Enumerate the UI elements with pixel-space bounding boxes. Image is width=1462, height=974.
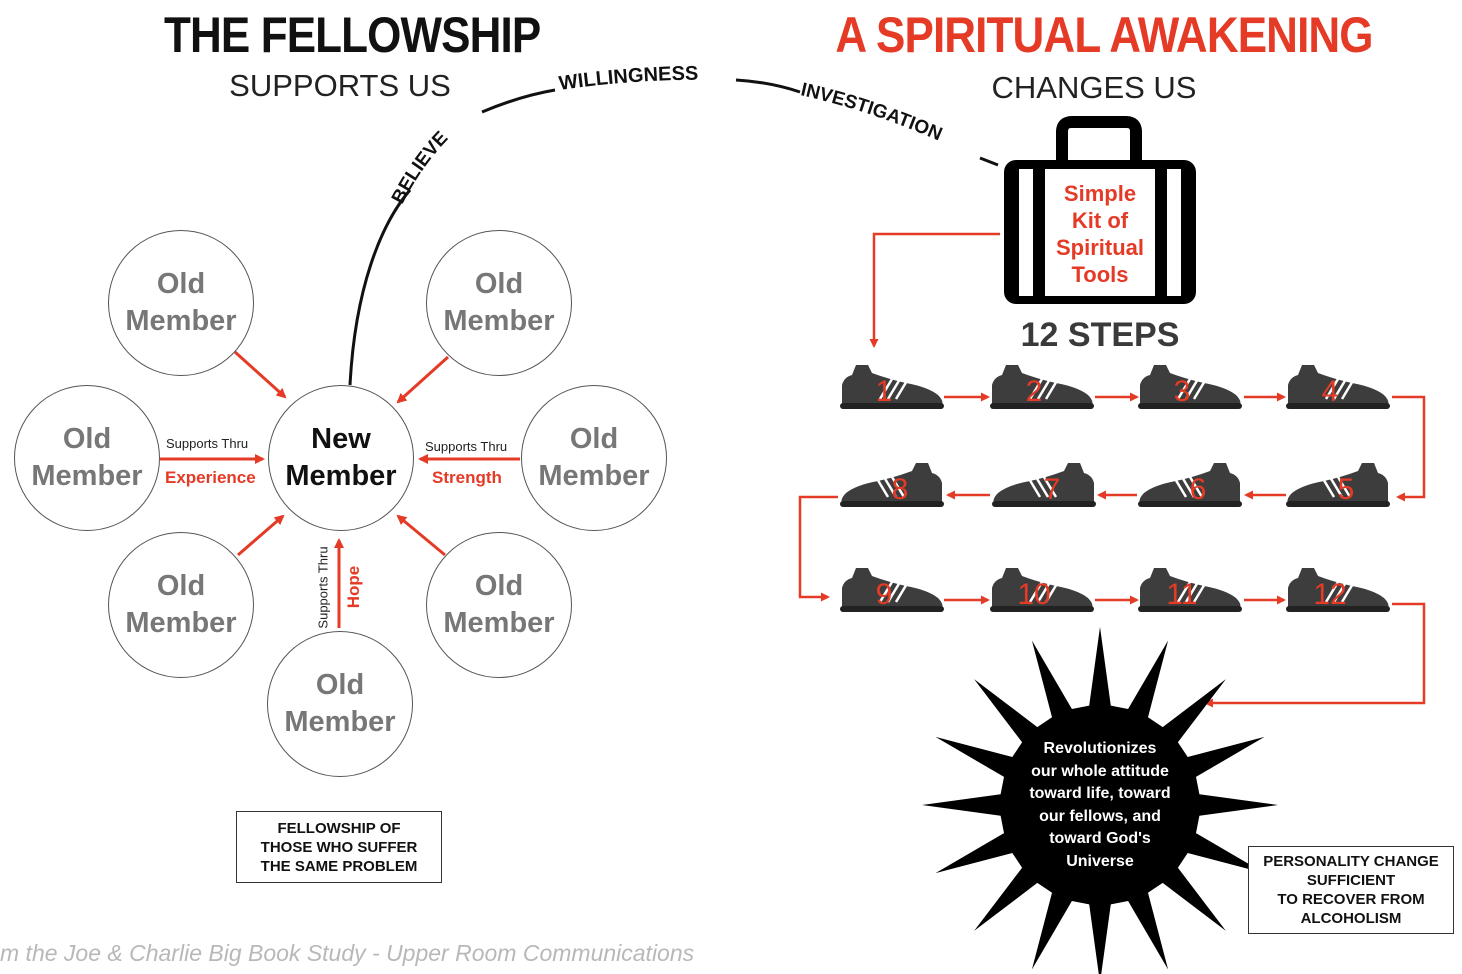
old-member-circle-bottom-right: Old Member: [426, 532, 572, 678]
personality-box-line: PERSONALITY CHANGE: [1263, 853, 1439, 870]
path-arc: [348, 78, 999, 386]
sneaker-icon: [1286, 568, 1390, 612]
awakening-subtitle: CHANGES US: [991, 70, 1197, 105]
old-member-label: Old: [569, 423, 619, 455]
sneaker-icon: [1138, 365, 1242, 409]
old-member-label: Member: [31, 460, 143, 492]
sun-line: Universe: [1066, 852, 1134, 870]
investigation-label: INVESTIGATION: [799, 79, 945, 145]
fellowship-box: FELLOWSHIP OF THOSE WHO SUFFER THE SAME …: [236, 811, 442, 883]
step-number: 4: [1322, 375, 1339, 408]
step-number: 10: [1017, 578, 1050, 611]
fellowship-box-line: FELLOWSHIP OF: [277, 819, 401, 837]
step-number: 7: [1044, 473, 1061, 506]
old-member-label: Old: [315, 669, 365, 701]
arrow-bottom-left: [237, 514, 285, 557]
step-number: 1: [876, 375, 893, 408]
kit-line: Kit of: [1071, 208, 1129, 233]
sun-line: toward God's: [1049, 830, 1151, 847]
step-number: 6: [1190, 473, 1207, 506]
kit-line: Spiritual: [1055, 235, 1144, 260]
old-member-circle-top-left: Old Member: [108, 230, 254, 376]
kit-label: Simple Kit of Spiritual Tools: [1045, 180, 1155, 288]
sun-line: our fellows, and: [1039, 807, 1161, 825]
personality-change-box: PERSONALITY CHANGE SUFFICIENT TO RECOVER…: [1248, 846, 1454, 934]
step-number: 3: [1174, 375, 1191, 408]
credit-text: m the Joe & Charlie Big Book Study - Upp…: [0, 940, 695, 966]
sneaker-icon: [840, 463, 944, 507]
old-member-label: Member: [125, 305, 237, 337]
fellowship-arrows: [160, 350, 520, 628]
sun-icon: [922, 627, 1278, 974]
sun-line: toward life, toward: [1029, 785, 1171, 802]
supports-thru-left: Supports Thru: [166, 436, 249, 451]
old-member-circle-bottom: Old Member: [267, 631, 413, 777]
arrow-top-left: [233, 350, 287, 399]
personality-box-line: SUFFICIENT: [1306, 872, 1396, 889]
awakening-title: A SPIRITUAL AWAKENING: [835, 7, 1373, 63]
sneaker-icon: [840, 568, 944, 612]
sneaker-icon: [1138, 568, 1242, 612]
step-number: 5: [1338, 473, 1355, 506]
suitcase-icon: [1004, 116, 1196, 304]
old-member-label: Member: [443, 305, 555, 337]
sun-line: Revolutionizes: [1043, 740, 1157, 757]
personality-box-line: TO RECOVER FROM: [1277, 891, 1425, 908]
kit-line: Simple: [1063, 181, 1137, 206]
strength-label: Strength: [432, 468, 502, 487]
arrow-bottom-right: [396, 514, 446, 557]
sun-line: our whole attitude: [1031, 762, 1169, 780]
step-number: 9: [876, 578, 893, 611]
new-member-label: New: [311, 423, 371, 455]
sneaker-icon: [840, 365, 944, 409]
step-number: 8: [892, 473, 909, 506]
new-member-circle: New Member: [268, 385, 414, 531]
fellowship-box-line: THE SAME PROBLEM: [260, 857, 418, 875]
step-number: 2: [1026, 375, 1043, 408]
fellowship-title: THE FELLOWSHIP: [164, 7, 541, 63]
old-member-circle-left: Old Member: [14, 385, 160, 531]
old-member-label: Old: [474, 268, 524, 300]
willingness-label: WILLINGNESS: [558, 63, 699, 95]
hope-label: Hope: [344, 565, 363, 609]
personality-box-line: ALCOHOLISM: [1300, 910, 1402, 927]
sun-text: Revolutionizes our whole attitude toward…: [1010, 738, 1190, 873]
old-member-label: Old: [474, 570, 524, 602]
fellowship-subtitle: SUPPORTS US: [229, 68, 451, 103]
old-member-circle-right: Old Member: [521, 385, 667, 531]
sneaker-icon: [1138, 463, 1242, 507]
old-member-label: Old: [156, 570, 206, 602]
sneaker-icon: [1286, 463, 1390, 507]
arrow-top-right: [396, 355, 450, 404]
fellowship-box-line: THOSE WHO SUFFER: [260, 838, 418, 856]
old-member-circle-bottom-left: Old Member: [108, 532, 254, 678]
old-member-label: Old: [156, 268, 206, 300]
old-member-circle-top-right: Old Member: [426, 230, 572, 376]
old-member-label: Member: [125, 607, 237, 639]
supports-thru-right: Supports Thru: [425, 439, 508, 454]
new-member-label: Member: [285, 460, 397, 492]
step-number: 11: [1166, 578, 1197, 611]
believe-label: BELIEVE: [388, 128, 452, 208]
step-connectors: [798, 232, 1426, 708]
sneaker-icon: [992, 463, 1096, 507]
kit-line: Tools: [1071, 262, 1129, 287]
steps-title: 12 STEPS: [1020, 316, 1180, 354]
old-member-label: Member: [538, 460, 650, 492]
sneaker-icon: [1286, 365, 1390, 409]
step-number: 12: [1313, 578, 1346, 611]
experience-label: Experience: [165, 468, 256, 487]
old-member-label: Member: [443, 607, 555, 639]
sneaker-icon: [990, 365, 1094, 409]
old-member-label: Member: [284, 706, 396, 738]
supports-thru-bottom: Supports Thru: [315, 546, 331, 629]
old-member-label: Old: [62, 423, 112, 455]
sneaker-icon: [990, 568, 1094, 612]
